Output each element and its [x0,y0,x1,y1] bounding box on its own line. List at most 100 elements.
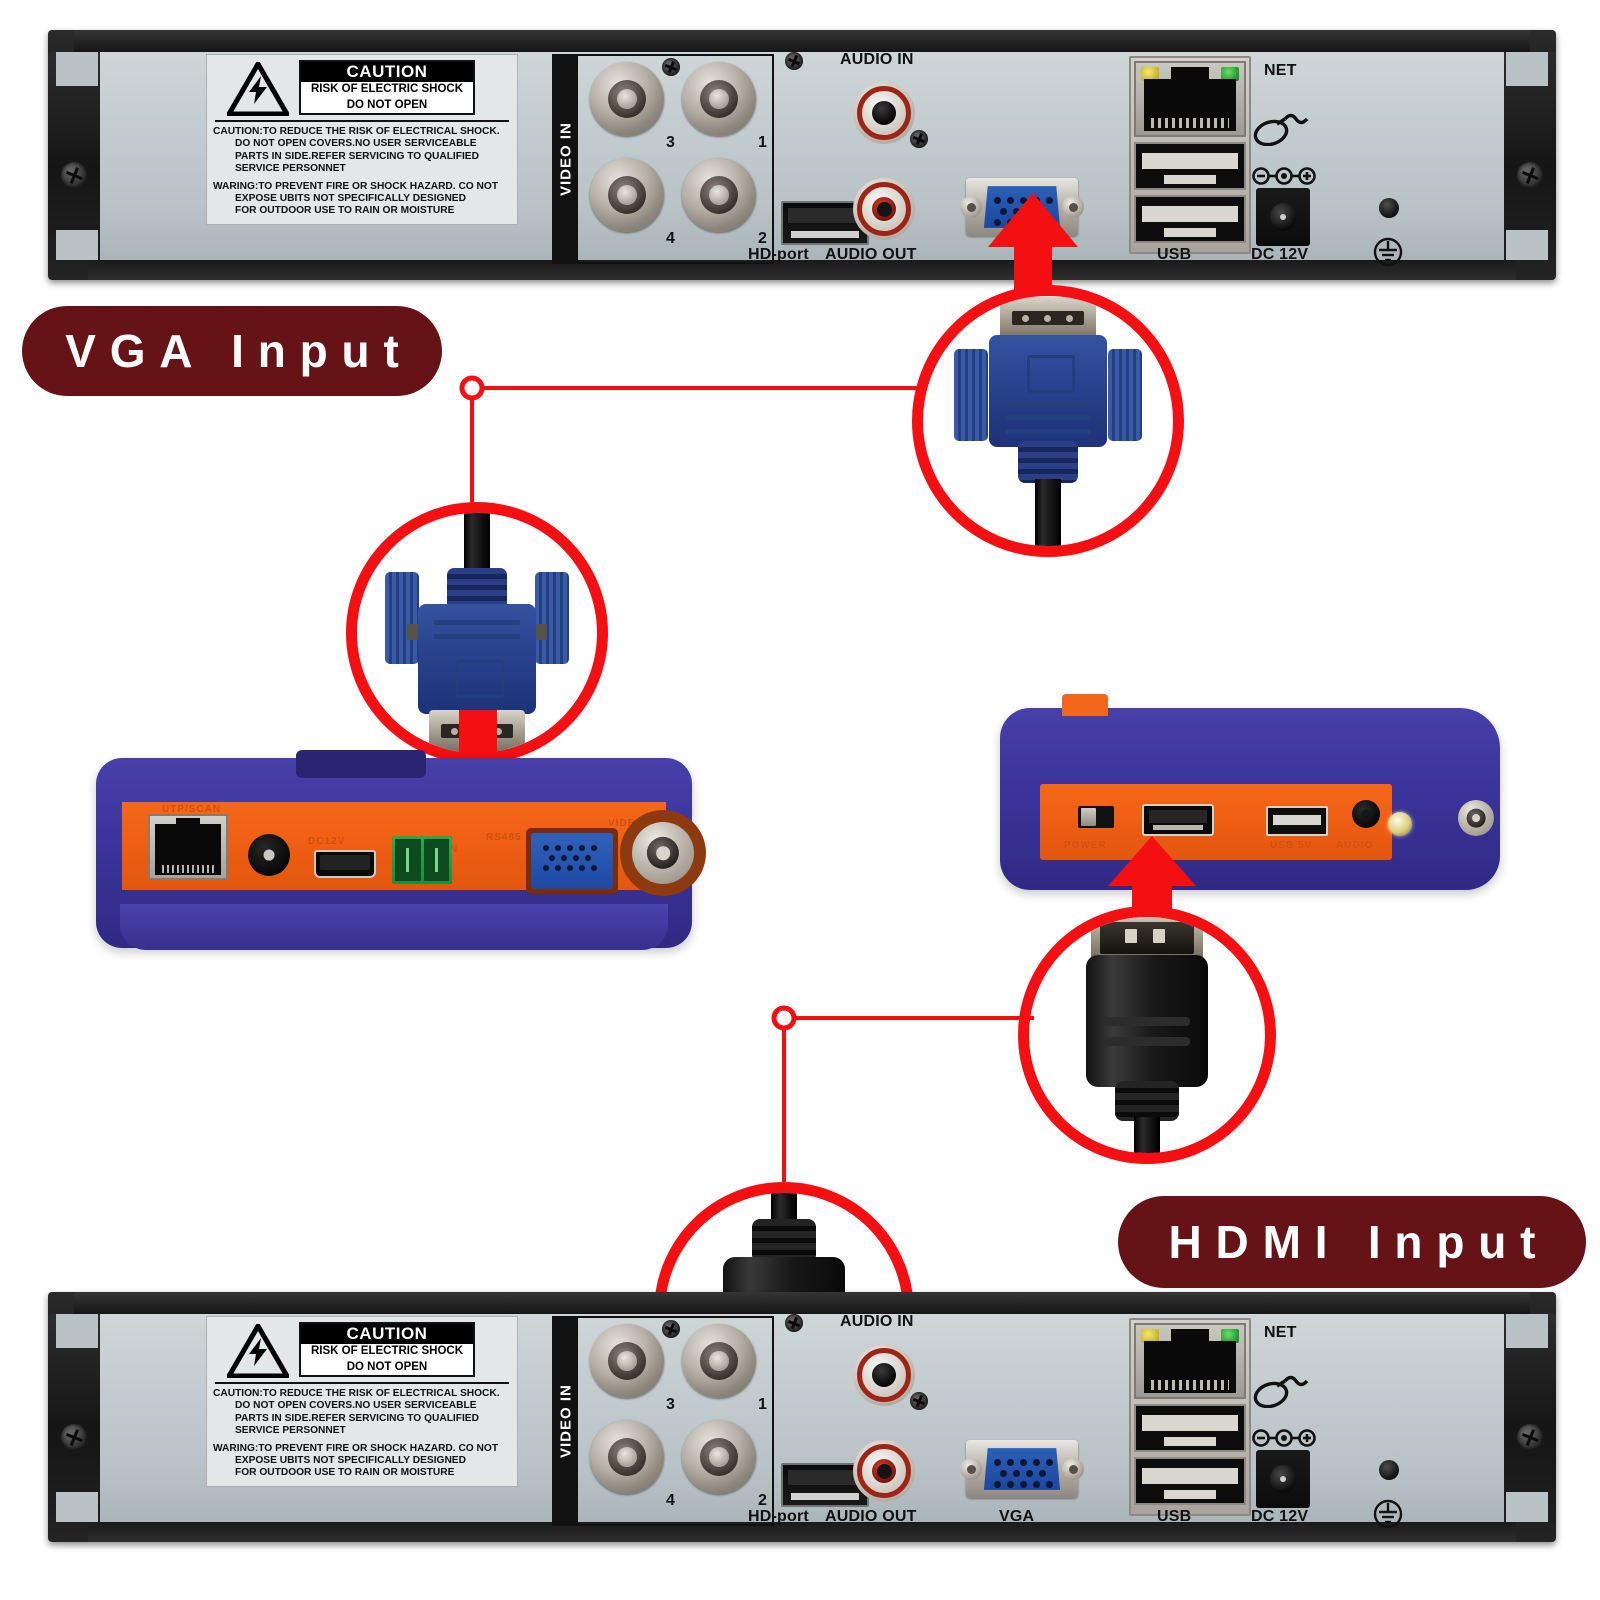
audio-in-rca[interactable] [853,1344,915,1406]
bnc-channel-number: 2 [758,230,767,247]
tester-silkscreen-power: POWER [1064,840,1107,851]
caution-box: CAUTION RISK OF ELECTRIC SHOCK DO NOT OP… [299,1322,475,1377]
bnc-channel-number: 3 [666,134,675,151]
tester-micro-usb-port[interactable] [314,850,376,878]
audio-in-label: AUDIO IN [840,51,914,68]
bnc-connector-1[interactable] [682,1324,756,1398]
vga-thumbscrew-right [1062,1458,1084,1480]
bnc-connector-4[interactable] [590,158,664,232]
dvr-mount-ear-left [48,1314,100,1522]
bnc-connector-3[interactable] [590,62,664,136]
hdmi-strain-relief [1115,1081,1179,1121]
dc-power-jack[interactable] [1256,188,1310,246]
tester-terminal-block[interactable] [392,836,452,884]
badge-hdmi-input-label: HDMI Input [1168,1216,1550,1268]
tester-led-flashlight[interactable] [1388,812,1412,836]
hdmi-strain-relief [752,1219,816,1263]
link-led-green [1221,1329,1239,1343]
badge-hdmi-input: HDMI Input [1118,1196,1586,1288]
tester-silkscreen-usba: USB 5V [1270,840,1313,851]
dc-label: DC 12V [1251,246,1309,263]
caution-body: CAUTION:TO REDUCE THE RISK OF ELECTRICAL… [213,1388,511,1480]
tester-bnc-video-port[interactable] [632,822,694,884]
bnc-connector-4[interactable] [590,1420,664,1494]
tester-silkscreen-dc: DC12V [308,836,346,847]
dc-power-jack[interactable] [1256,1450,1310,1508]
tester-rj45-port[interactable] [148,814,228,880]
usb-port-upper[interactable] [1134,1404,1246,1452]
bnc-connector-2[interactable] [682,1420,756,1494]
hdmi-cable [1134,1117,1160,1153]
usb-port-lower[interactable] [1134,1457,1246,1505]
hd-port-label: HD-port [748,1508,809,1525]
tester-side-bnc-port[interactable] [1458,800,1494,836]
panel-screw [785,52,803,70]
vga-plug-hood [989,335,1107,447]
net-usb-stack [1129,1318,1251,1516]
ethernet-rj45-port[interactable] [1134,1323,1246,1399]
audio-out-label: AUDIO OUT [825,1508,917,1525]
callout-hdmi-plug-top [1018,906,1276,1164]
caution-body-line: PARTS IN SIDE.REFER SERVICING TO QUALIFI… [235,1412,479,1424]
chassis-vent-hole [1379,1460,1399,1480]
usb-label: USB [1157,246,1192,263]
vga-label: VGA [999,1508,1035,1525]
bnc-channel-number: 2 [758,1492,767,1509]
tester-power-switch[interactable] [1078,806,1114,828]
mouse-icon [1253,112,1311,146]
bnc-channel-number: 1 [758,134,767,151]
chassis-screw [1517,162,1543,188]
dvr-top-lip [74,30,1530,52]
tester-vga-input-port[interactable] [526,828,618,894]
tester-silkscreen-audio: AUDIO [1336,840,1374,851]
ethernet-rj45-port[interactable] [1134,61,1246,137]
bnc-connector-2[interactable] [682,158,756,232]
usb-port-lower[interactable] [1134,195,1246,243]
caution-body-line: DO NOT OPEN COVERS.NO USER SERVICEABLE [235,1400,477,1412]
caution-warning-line: EXPOSE UBITS NOT SPECIFICALLY DESIGNED [235,1455,466,1467]
video-in-block: VIDEO IN 3 1 4 2 [552,1316,774,1526]
tester-headphone-jack[interactable] [1352,800,1380,828]
usb-port-upper[interactable] [1134,142,1246,190]
caution-heading: CAUTION [301,1324,473,1344]
dc-polarity-icon [1252,166,1316,186]
hdmi-plug-body [1086,955,1208,1087]
caution-body-line: SERVICE PERSONNET [235,1425,346,1437]
bnc-connector-3[interactable] [590,1324,664,1398]
panel-screw [785,1314,803,1332]
vga-cable [1035,479,1061,546]
caution-body-line: CAUTION:TO REDUCE THE RISK OF ELECTRICAL… [213,126,500,137]
tester-top-slot [296,750,426,778]
tester-dc-input-jack[interactable] [248,834,290,876]
high-voltage-triangle-icon [227,62,289,116]
tester-hdmi-input-port[interactable] [1142,804,1214,836]
audio-out-rca[interactable] [853,1440,915,1502]
audio-in-label: AUDIO IN [840,1313,914,1330]
tester-silkscreen-term: RS485 [486,832,522,843]
panel-screw [910,130,928,148]
tester-silkscreen-rj45: UTP/SCAN [162,804,222,815]
caution-body-line: SERVICE PERSONNET [235,163,346,175]
tester-orange-knob[interactable] [1062,694,1108,716]
tester-usb-a-port[interactable] [1266,806,1328,836]
earth-ground-icon [1370,236,1406,268]
badge-vga-input: VGA Input [22,306,442,396]
vga-connector-plug [928,296,1168,546]
chassis-screw [1517,1424,1543,1450]
bnc-channel-number: 4 [666,230,675,247]
bnc-connector-1[interactable] [682,62,756,136]
panel-screw [910,1392,928,1410]
caution-warning-line: WARING:TO PREVENT FIRE OR SHOCK HAZARD. … [213,1442,499,1454]
chassis-screw [61,162,87,188]
arrow-to-tester-hdmi-port [1104,830,1200,942]
caution-warning-line: WARING:TO PREVENT FIRE OR SHOCK HAZARD. … [213,180,499,192]
audio-out-rca[interactable] [853,178,915,240]
vga-strain-relief [447,568,507,610]
bnc-channel-number: 1 [758,1396,767,1413]
vga-port-connector[interactable] [960,1440,1084,1498]
callout-vga-plug-top [912,285,1184,557]
audio-in-rca[interactable] [853,82,915,144]
caution-label: CAUTION RISK OF ELECTRIC SHOCK DO NOT OP… [206,54,518,225]
net-label: NET [1264,1324,1297,1341]
